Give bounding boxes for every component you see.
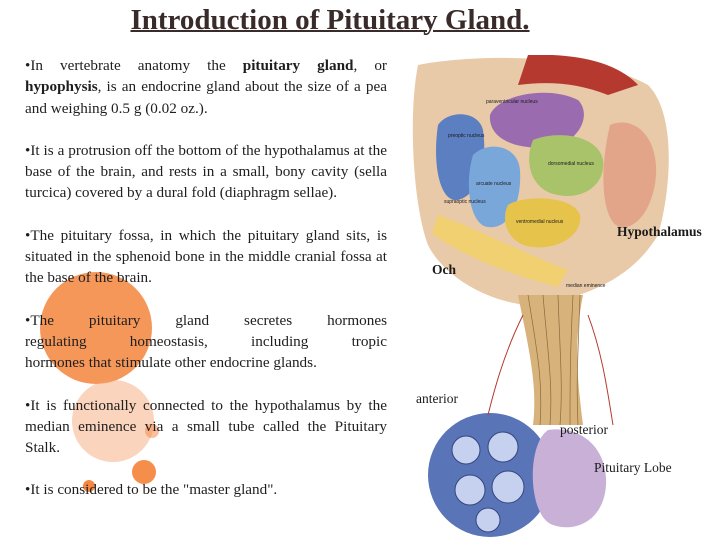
label-pituitary-lobe: Pituitary Lobe xyxy=(594,460,672,475)
label-dorsomedial: dorsomedial nucleus xyxy=(548,161,594,167)
slide-title: Introduction of Pituitary Gland. xyxy=(130,4,530,36)
text-run: , or xyxy=(353,57,387,74)
optic-chiasm-shape xyxy=(432,215,568,287)
decorative-circle-dot xyxy=(145,424,159,438)
label-median-eminence: median eminence xyxy=(566,283,606,289)
ventromedial-nucleus-shape xyxy=(505,198,581,248)
paragraph-definition: •In vertebrate anatomy the pituitary gla… xyxy=(25,55,387,119)
label-paraventricular: paraventricular nucleus xyxy=(486,99,538,105)
paraventricular-region xyxy=(518,54,638,95)
body-text: •In vertebrate anatomy the pituitary gla… xyxy=(25,55,387,501)
hormones-line-1: •The pituitary gland secretes hormones xyxy=(25,311,387,329)
term-hypophysis: hypophysis xyxy=(25,78,98,96)
paragraph-location: •It is a protrusion off the bottom of th… xyxy=(25,141,387,202)
dorsomedial-nucleus-shape xyxy=(529,135,604,196)
paraventricular-nucleus-shape xyxy=(489,92,584,148)
label-och: Och xyxy=(432,262,457,277)
label-arcuate: arcuate nucleus xyxy=(476,181,512,187)
pituitary-illustration: paraventricular nucleus preoptic nucleus… xyxy=(408,54,728,546)
hormones-line-2: regulating homeostasis, including tropic xyxy=(25,332,387,350)
blood-vessels xyxy=(487,314,614,426)
term-pituitary-gland: pituitary gland xyxy=(242,57,354,74)
text-run: •In vertebrate anatomy the xyxy=(25,57,243,74)
decorative-circle-large xyxy=(40,272,152,384)
label-posterior: posterior xyxy=(560,422,608,437)
decorative-circle-small xyxy=(132,460,156,484)
label-ventromedial: ventromedial nucleus xyxy=(516,219,564,225)
label-anterior: anterior xyxy=(416,391,458,406)
paragraph-fossa: •The pituitary fossa, in which the pitui… xyxy=(25,226,387,287)
hormones-line-3: hormones that stimulate other endocrine … xyxy=(25,354,317,372)
paragraph-hormones: •The pituitary gland secretes hormones r… xyxy=(25,310,387,374)
decorative-circle-medium xyxy=(72,380,154,462)
label-preoptic: preoptic nucleus xyxy=(448,133,485,139)
posterior-lobe-shape xyxy=(532,429,607,528)
label-hypothalamus: Hypothalamus xyxy=(617,224,702,239)
anterior-lobe-cells xyxy=(451,431,525,533)
paragraph-stalk: •It is functionally connected to the hyp… xyxy=(25,396,387,457)
pituitary-diagram: paraventricular nucleus preoptic nucleus… xyxy=(412,54,669,537)
mammillary-shape xyxy=(603,122,657,228)
label-supraoptic: supraoptic nucleus xyxy=(444,199,486,205)
decorative-circle-tiny xyxy=(83,480,95,492)
stalk-fibers xyxy=(527,294,581,426)
paragraph-master-gland: •It is considered to be the "master glan… xyxy=(25,481,278,499)
pituitary-stalk-shape xyxy=(518,295,583,425)
text-run: , is an endocrine gland about the size o… xyxy=(25,78,387,117)
